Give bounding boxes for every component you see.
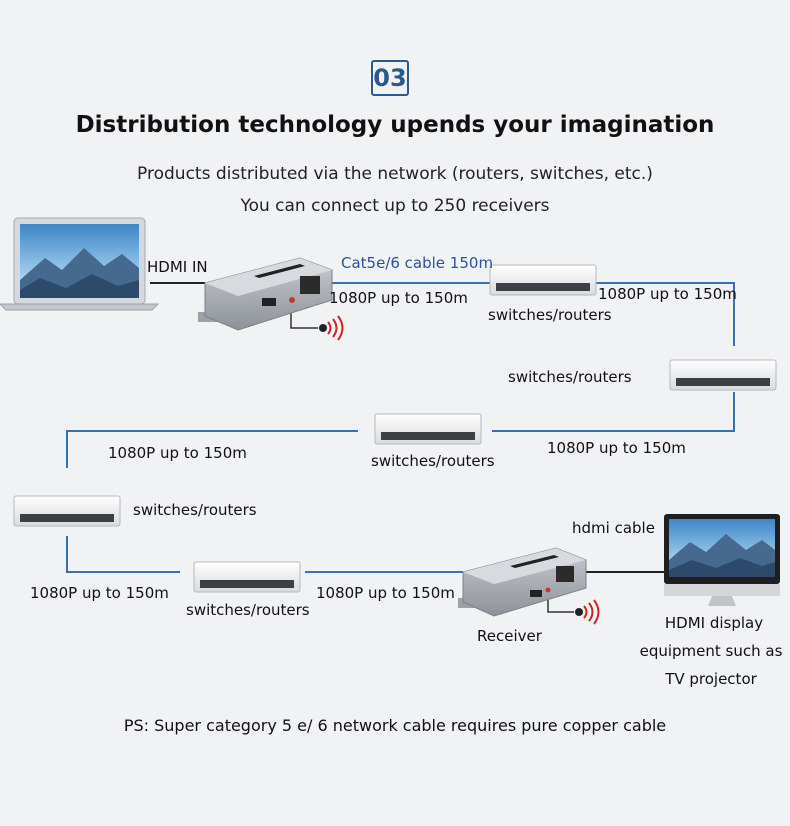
cable-segment-4 — [66, 430, 358, 468]
switch-label-1: switches/routers — [488, 306, 612, 324]
range-label-4: 1080P up to 150m — [108, 444, 247, 462]
switch-label-2: switches/routers — [508, 368, 632, 386]
cable-segment-2 — [595, 282, 735, 346]
monitor-icon — [664, 514, 780, 606]
network-switch-icon-3 — [374, 413, 482, 445]
range-label-2: 1080P up to 150m — [598, 285, 737, 303]
ir-emitter-icon-1 — [319, 315, 344, 341]
cable-segment-3 — [492, 392, 735, 432]
receiver-icon — [458, 547, 587, 617]
range-label-6: 1080P up to 150m — [316, 584, 455, 602]
network-switch-icon-4 — [13, 495, 121, 527]
cable-lines — [66, 282, 735, 613]
footnote: PS: Super category 5 e/ 6 network cable … — [123, 716, 667, 735]
display-label-line-1: HDMI display — [664, 614, 764, 632]
cable-type-label: Cat5e/6 cable 150m — [341, 254, 494, 272]
display-label-line-3: TV projector — [665, 670, 757, 688]
switch-label-4: switches/routers — [133, 501, 257, 519]
section-number-badge: 03 — [371, 60, 409, 96]
receiver-label: Receiver — [477, 627, 542, 645]
network-switch-icon-2 — [669, 359, 777, 391]
hdmi-in-label: HDMI IN — [147, 258, 208, 276]
switch-label-5: switches/routers — [186, 601, 310, 619]
range-label-3: 1080P up to 150m — [547, 439, 686, 457]
cable-segment-5 — [66, 536, 180, 573]
transmitter-icon — [198, 257, 333, 331]
hdmi-cable-label: hdmi cable — [572, 519, 655, 537]
range-label-5: 1080P up to 150m — [30, 584, 169, 602]
network-switch-icon-5 — [193, 561, 301, 593]
ir-emitter-icon-2 — [575, 599, 600, 625]
laptop-icon — [0, 217, 160, 311]
subtitle-line-2: You can connect up to 250 receivers — [240, 196, 550, 216]
network-switch-icon-1 — [489, 264, 597, 296]
page-title: Distribution technology upends your imag… — [75, 112, 715, 138]
switch-label-3: switches/routers — [371, 452, 495, 470]
subtitle-line-1: Products distributed via the network (ro… — [137, 164, 653, 184]
range-label-1: 1080P up to 150m — [329, 289, 468, 307]
display-label-line-2: equipment such as — [639, 642, 783, 660]
